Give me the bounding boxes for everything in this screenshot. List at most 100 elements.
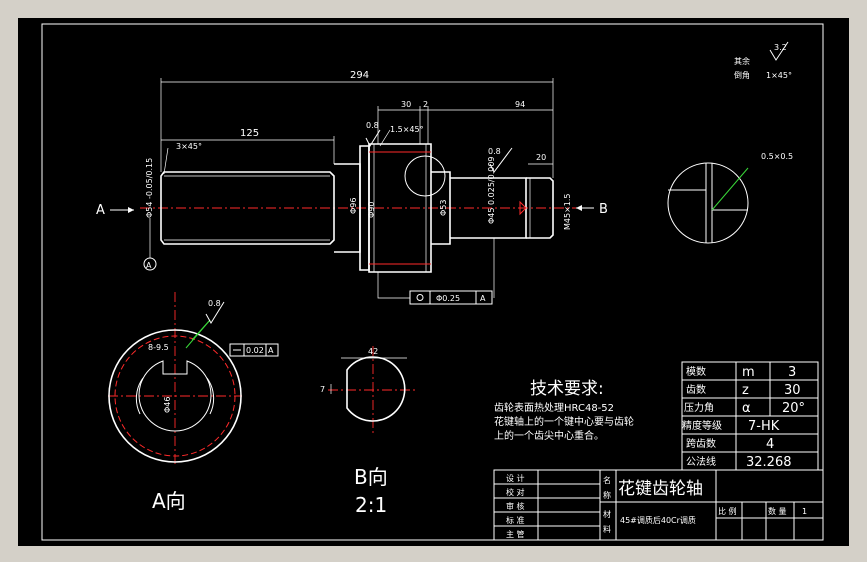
qty-value: 1 <box>802 507 807 516</box>
main-shaft-view: 294 125 30 2 94 20 3×45° <box>96 70 608 305</box>
keyway-mark <box>519 200 527 216</box>
arrow-a-head <box>128 207 134 213</box>
spline-label: 8-9.5 <box>148 343 169 352</box>
section-a-pitch <box>114 335 236 457</box>
left-dia-label: Φ54 -0.05/0.15 <box>145 158 154 218</box>
gear-row-label: 公法线 <box>686 455 716 468</box>
runout-leader <box>377 272 410 299</box>
dim-125-label: 125 <box>240 128 259 139</box>
gear-row-label: 模数 <box>686 365 706 378</box>
dim-42-label: 42 <box>368 347 378 356</box>
section-a-view: 8-9.5 0.8 Φ46 0.02 A A向 <box>108 292 279 513</box>
arrow-a-label: A <box>96 203 105 218</box>
arrow-b-label: B <box>599 202 608 217</box>
material-value: 45#调质后40Cr调质 <box>620 515 696 525</box>
runout-value: Φ0.25 <box>436 294 460 303</box>
material-label-2: 料 <box>603 524 611 534</box>
roughness-symbol-shaft <box>489 147 513 173</box>
gear-row-value: 32.268 <box>746 455 792 470</box>
section-a-outer <box>108 329 242 463</box>
section-dia-label: Φ46 <box>163 397 172 413</box>
technical-requirements: 技术要求: 齿轮表面热处理HRC48-52 花键轴上的一个键中心要与齿轮 上的一… <box>494 379 634 442</box>
tech-req-line-3: 上的一个齿尖中心重合。 <box>494 429 604 442</box>
part-name: 花键齿轮轴 <box>618 479 703 499</box>
chamfer-left-leader <box>163 147 169 175</box>
roughness-gear-label: 0.8 <box>366 121 379 130</box>
gear-dia2-label: Φ90 <box>367 202 376 218</box>
role-label: 设 计 <box>506 473 525 483</box>
view-b-title: B向 <box>354 465 388 489</box>
drawing-border <box>41 23 824 541</box>
datum-a-label: A <box>146 261 152 270</box>
name-label-1: 名 <box>603 475 611 485</box>
chamfer-note-value: 1×45° <box>766 71 792 80</box>
chamfer-left-label: 3×45° <box>176 142 202 151</box>
roughness-general-value: 3.2 <box>774 43 787 52</box>
section-a-key-right <box>206 377 215 415</box>
rest-label: 其余 <box>734 56 750 66</box>
drawing-viewport[interactable]: 294 125 30 2 94 20 3×45° <box>18 18 849 546</box>
title-block-border <box>493 469 824 541</box>
chamfer-note-label: 倒角 <box>734 70 750 80</box>
dim-30-label: 30 <box>401 100 411 109</box>
tech-req-title: 技术要求: <box>530 379 604 399</box>
runout-ref-cell <box>475 290 493 305</box>
section-a-key-left <box>135 377 144 415</box>
gear-body <box>368 143 432 273</box>
arrow-b-head <box>576 205 582 211</box>
name-label-2: 称 <box>603 490 611 500</box>
thread-end <box>526 177 554 239</box>
section-b-view: 42 7 B向 2:1 <box>320 346 418 517</box>
detail-circle <box>404 155 446 197</box>
general-roughness-note: 其余 3.2 倒角 1×45° <box>734 41 792 80</box>
role-label: 审 核 <box>506 501 525 511</box>
tech-req-line-2: 花键轴上的一个键中心要与齿轮 <box>494 415 634 428</box>
detail-label: 0.5×0.5 <box>761 152 793 161</box>
dim-20-label: 20 <box>536 153 546 162</box>
sym-ref-cell <box>265 343 279 357</box>
gear-row-label: 齿数 <box>686 383 706 396</box>
gear-parameter-table: 模数 m 3 齿数 z 30 压力角 α 20° 精度等级 7-HK 跨齿数 4… <box>681 361 819 471</box>
tech-req-line-1: 齿轮表面热处理HRC48-52 <box>494 401 614 414</box>
gear-row-symbol: m <box>742 365 755 380</box>
thread-label: M45×1.5 <box>563 193 572 230</box>
drawing-canvas[interactable]: 294 125 30 2 94 20 3×45° <box>18 18 849 546</box>
material-label-1: 材 <box>603 509 611 519</box>
runout-ref: A <box>480 294 486 303</box>
dim-7-label: 7 <box>320 385 325 394</box>
roughness-section-icon <box>205 301 225 324</box>
neck-section <box>431 171 451 245</box>
section-a-spline-bore <box>138 360 212 432</box>
detail-leader <box>711 167 749 211</box>
gear-row-label: 跨齿数 <box>686 437 716 450</box>
chamfer-mid-leader <box>379 129 391 147</box>
view-a-title: A向 <box>152 489 186 513</box>
section-a-leader-2 <box>185 319 211 349</box>
datum-a-circle <box>143 257 157 271</box>
qty-label: 数 量 <box>768 506 787 516</box>
gear-row-value: 3 <box>788 365 796 380</box>
roughness-general-icon <box>769 41 789 61</box>
scale-label: 比 例 <box>718 506 737 516</box>
runout-symbol-cell <box>409 290 431 305</box>
right-dia-label: Φ45 0.025/0.009 <box>487 156 496 224</box>
gear-row-value: 20° <box>782 401 805 416</box>
roughness-section-value: 0.8 <box>208 299 221 308</box>
left-shaft-section <box>160 171 335 245</box>
gear-row-label: 精度等级 <box>682 419 722 432</box>
roughness-symbol-gear <box>365 129 381 148</box>
gear-row-value: 4 <box>766 437 774 452</box>
dim-294-label: 294 <box>350 70 369 81</box>
view-b-scale: 2:1 <box>355 493 387 517</box>
dim-94-label: 94 <box>515 100 525 109</box>
dim-2-label: 2 <box>423 100 428 109</box>
gear-row-label: 压力角 <box>684 401 714 414</box>
role-label: 标 准 <box>506 515 525 525</box>
gear-row-value: 7-HK <box>748 419 780 434</box>
mid-dia-label: Φ53 <box>439 200 448 216</box>
gear-row-symbol: z <box>742 383 749 398</box>
sym-value: 0.02 <box>246 346 264 355</box>
role-label: 校 对 <box>506 487 525 497</box>
title-block: 设 计 校 对 审 核 标 准 主 管 名 称 材 料 花键齿轮轴 45#调质后… <box>493 469 824 541</box>
